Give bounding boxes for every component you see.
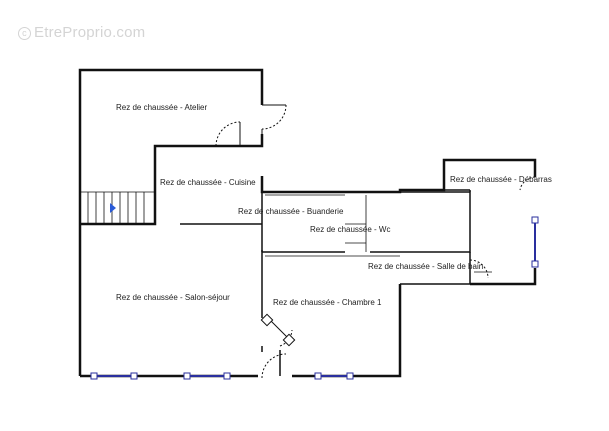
- wall-inner-lines: [265, 194, 492, 273]
- room-label-salon-sejour: Rez de chaussée - Salon-séjour: [116, 293, 230, 302]
- copyright-icon: c: [18, 27, 31, 40]
- room-label-salle-de-bain: Rez de chaussée - Salle de bain: [368, 262, 484, 271]
- room-label-atelier: Rez de chaussée - Atelier: [116, 103, 208, 112]
- staircase: [80, 191, 155, 225]
- outer-walls: [78, 68, 537, 378]
- room-label-chambre-1: Rez de chaussée - Chambre 1: [273, 298, 382, 307]
- interior-walls: [180, 189, 471, 376]
- room-label-debarras: Rez de chaussée - Débarras: [450, 175, 552, 184]
- windows: [90, 216, 539, 380]
- room-label-buanderie: Rez de chaussée - Buanderie: [238, 207, 344, 216]
- door-hinges: [260, 313, 296, 347]
- door-swings: [215, 104, 536, 379]
- stair-arrow-icon: [110, 203, 116, 213]
- room-label-cuisine: Rez de chaussée - Cuisine: [160, 178, 256, 187]
- watermark-text: EtreProprio.com: [34, 24, 146, 41]
- room-label-wc: Rez de chaussée - Wc: [310, 225, 391, 234]
